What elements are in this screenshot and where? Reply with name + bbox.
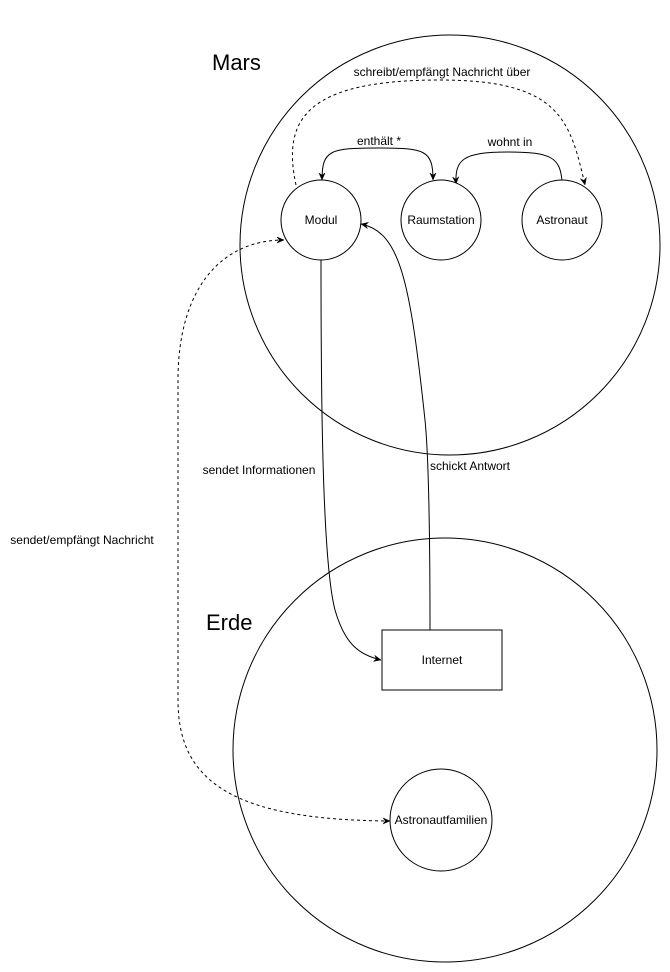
label-schickt-antwort: schickt Antwort bbox=[430, 459, 511, 473]
label-wohnt-in: wohnt in bbox=[487, 135, 533, 149]
node-raumstation bbox=[400, 179, 482, 261]
edge-sendet-empfaengt-nachricht bbox=[177, 240, 390, 821]
label-enthaelt: enthält * bbox=[357, 134, 401, 148]
node-astronaut bbox=[521, 179, 603, 261]
label-sendet-empfaengt-nachricht: sendet/empfängt Nachricht bbox=[10, 533, 154, 547]
label-astronaut: Astronaut bbox=[536, 213, 588, 227]
label-internet: Internet bbox=[422, 653, 463, 667]
label-astronautfamilien: Astronautfamilien bbox=[395, 813, 488, 827]
mars-title: Mars bbox=[212, 50, 261, 75]
label-sendet-informationen: sendet Informationen bbox=[203, 463, 316, 477]
label-schreibt-empfaengt: schreibt/empfängt Nachricht über bbox=[354, 65, 531, 79]
erde-region bbox=[232, 537, 658, 963]
erde-title: Erde bbox=[206, 610, 252, 635]
label-modul: Modul bbox=[305, 213, 338, 227]
node-internet bbox=[381, 629, 503, 691]
node-modul bbox=[280, 179, 362, 261]
edge-schreibt-empfaengt bbox=[292, 79, 585, 185]
edge-wohnt-in bbox=[456, 151, 563, 184]
node-astronautfamilien bbox=[389, 768, 493, 872]
label-raumstation: Raumstation bbox=[407, 213, 474, 227]
edge-enthaelt bbox=[322, 147, 433, 180]
